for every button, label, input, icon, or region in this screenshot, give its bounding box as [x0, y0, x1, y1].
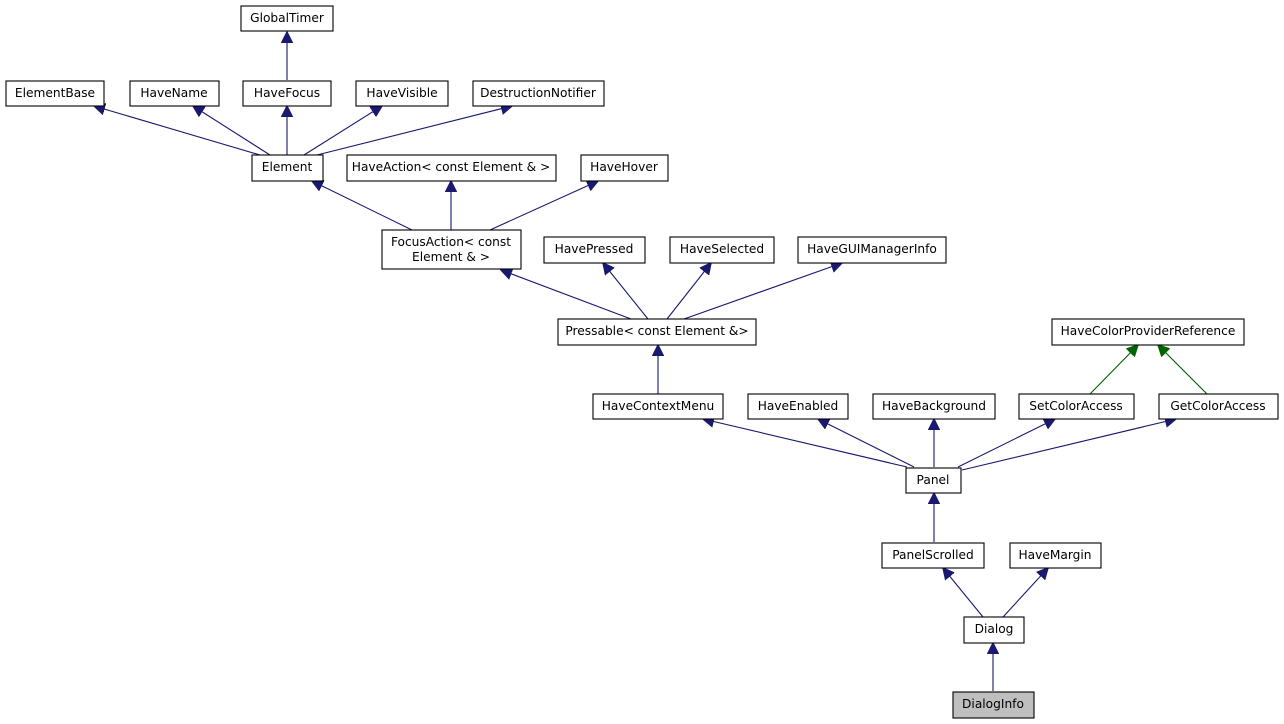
edge-element-havevisible	[303, 106, 382, 156]
node-havecontextmenu[interactable]: HaveContextMenu	[592, 393, 724, 420]
edge-pressable-focusaction	[501, 270, 632, 320]
node-haveaction[interactable]: HaveAction< const Element & >	[346, 154, 557, 182]
node-havename[interactable]: HaveName	[129, 80, 220, 107]
node-havehover[interactable]: HaveHover	[580, 154, 669, 182]
node-focusaction[interactable]: FocusAction< const Element & >	[381, 229, 522, 270]
edge-panel-haveenabled	[818, 419, 915, 468]
node-label: Pressable< const Element &>	[565, 324, 748, 338]
node-label: HaveVisible	[366, 86, 437, 100]
node-label: Panel	[917, 473, 950, 487]
edge-dialog-havemargin	[1002, 568, 1048, 618]
node-label-line1: FocusAction< const	[391, 235, 511, 249]
node-label: HaveGUIManagerInfo	[807, 242, 937, 256]
node-label: GetColorAccess	[1170, 399, 1265, 413]
node-haveenabled[interactable]: HaveEnabled	[747, 393, 849, 420]
edge-dialog-panelscrolled	[943, 568, 984, 618]
edge-pressable-haveselected	[666, 263, 711, 320]
node-label: DestructionNotifier	[480, 86, 597, 100]
edge-pressable-haveguimanagerinfo	[683, 263, 842, 320]
node-haveguimanagerinfo[interactable]: HaveGUIManagerInfo	[797, 236, 947, 264]
edge-element-elementbase	[94, 106, 261, 156]
node-elementbase[interactable]: ElementBase	[5, 80, 105, 107]
node-globaltimer[interactable]: GlobalTimer	[240, 5, 334, 32]
node-setcoloraccess[interactable]: SetColorAccess	[1018, 393, 1135, 420]
edge-element-havename	[193, 106, 271, 156]
node-haveselected[interactable]: HaveSelected	[669, 236, 775, 264]
node-dialoginfo[interactable]: DialogInfo	[952, 691, 1035, 719]
node-panel[interactable]: Panel	[905, 467, 962, 494]
node-label: GlobalTimer	[250, 11, 325, 25]
node-label: HaveName	[140, 86, 207, 100]
node-label: ElementBase	[15, 86, 95, 100]
node-label: HaveMargin	[1019, 548, 1092, 562]
edge-panel-setcoloraccess	[957, 419, 1055, 468]
node-havebackground[interactable]: HaveBackground	[872, 393, 996, 420]
edge-panel-havecontextmenu	[703, 419, 908, 468]
node-label: HaveBackground	[882, 399, 986, 413]
node-label: HaveFocus	[254, 86, 320, 100]
edge-panel-getcoloraccess	[961, 419, 1176, 471]
node-havemargin[interactable]: HaveMargin	[1009, 542, 1102, 569]
node-label: SetColorAccess	[1029, 399, 1123, 413]
edge-setcoloraccess-havecolorprovider	[1089, 345, 1138, 395]
edge-pressable-havepressed	[603, 263, 649, 320]
node-label: HaveEnabled	[758, 399, 839, 413]
node-destructionnotifier[interactable]: DestructionNotifier	[472, 80, 605, 107]
node-label: HaveHover	[590, 160, 659, 174]
edges	[94, 32, 1208, 691]
node-havevisible[interactable]: HaveVisible	[355, 80, 449, 107]
node-label: PanelScrolled	[892, 548, 974, 562]
node-label-line2: Element & >	[412, 250, 490, 264]
edge-getcoloraccess-havecolorprovider	[1158, 345, 1208, 395]
node-label: HaveSelected	[680, 242, 764, 256]
node-label: Element	[262, 160, 313, 174]
node-havecolorproviderreference[interactable]: HaveColorProviderReference	[1051, 318, 1245, 346]
node-havefocus[interactable]: HaveFocus	[242, 80, 332, 107]
node-panelscrolled[interactable]: PanelScrolled	[881, 542, 985, 569]
node-label: HaveColorProviderReference	[1061, 324, 1236, 338]
node-pressable[interactable]: Pressable< const Element &>	[557, 318, 757, 346]
edge-focusaction-element	[312, 181, 413, 231]
node-label: HaveContextMenu	[602, 399, 715, 413]
node-label: Dialog	[975, 622, 1014, 636]
node-havepressed[interactable]: HavePressed	[543, 236, 646, 264]
edge-element-destructionnotifier	[316, 106, 512, 156]
nodes: GlobalTimer ElementBase HaveName HaveFoc…	[5, 5, 1279, 719]
node-dialog[interactable]: Dialog	[963, 616, 1025, 644]
node-label: DialogInfo	[962, 697, 1024, 711]
node-getcoloraccess[interactable]: GetColorAccess	[1158, 393, 1279, 420]
edge-focusaction-havehover	[489, 181, 598, 231]
node-label: HavePressed	[555, 242, 634, 256]
node-label: HaveAction< const Element & >	[352, 160, 550, 174]
node-element[interactable]: Element	[251, 154, 324, 182]
